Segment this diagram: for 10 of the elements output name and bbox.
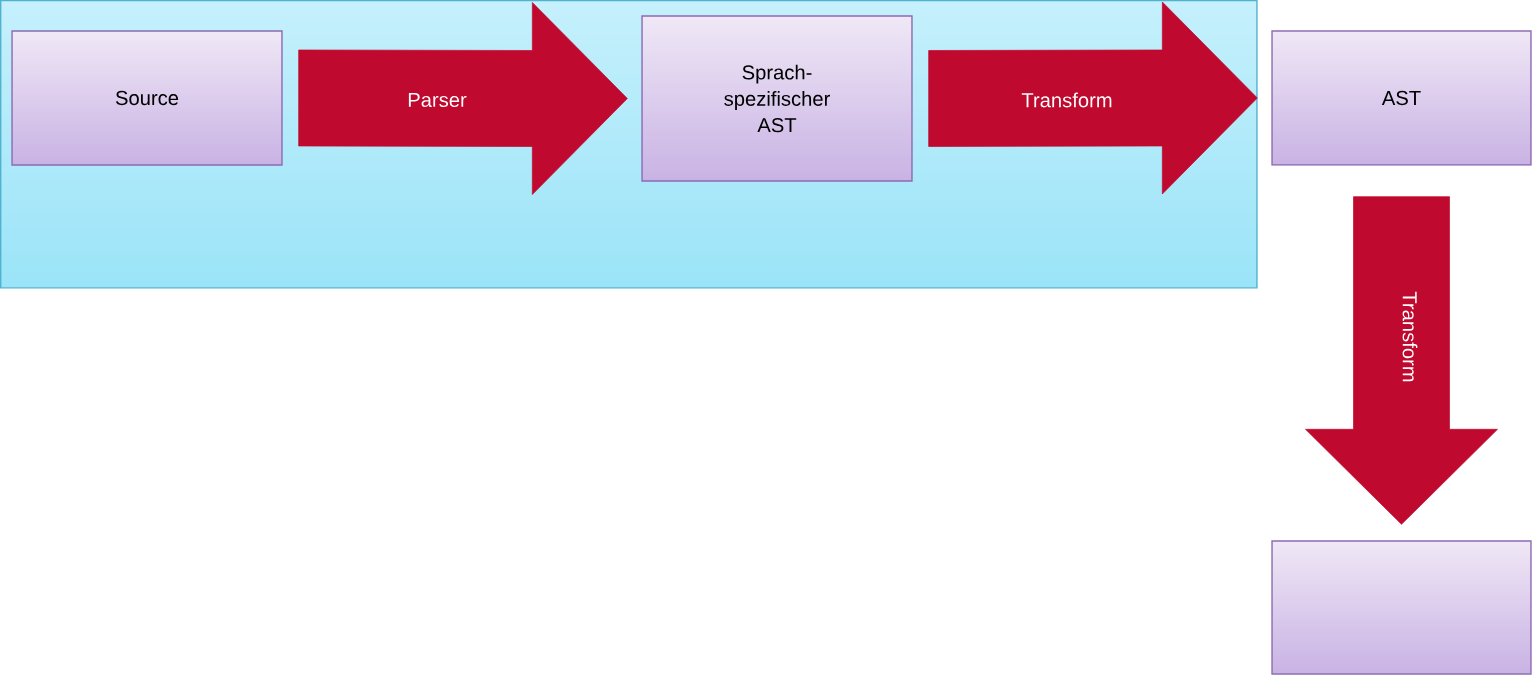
block-arrow <box>928 1 1258 195</box>
process-box: AST <box>1271 30 1532 166</box>
edge-label: Parser <box>408 92 467 108</box>
edge-label: Transform <box>1021 92 1112 108</box>
process-box: Sprach- spezifischer AST <box>641 15 913 182</box>
process-box: Source <box>11 30 283 166</box>
block-arrow <box>298 2 628 195</box>
process-box <box>1271 540 1532 675</box>
edge-label: Transform <box>1402 291 1418 382</box>
block-arrow <box>1305 196 1498 525</box>
